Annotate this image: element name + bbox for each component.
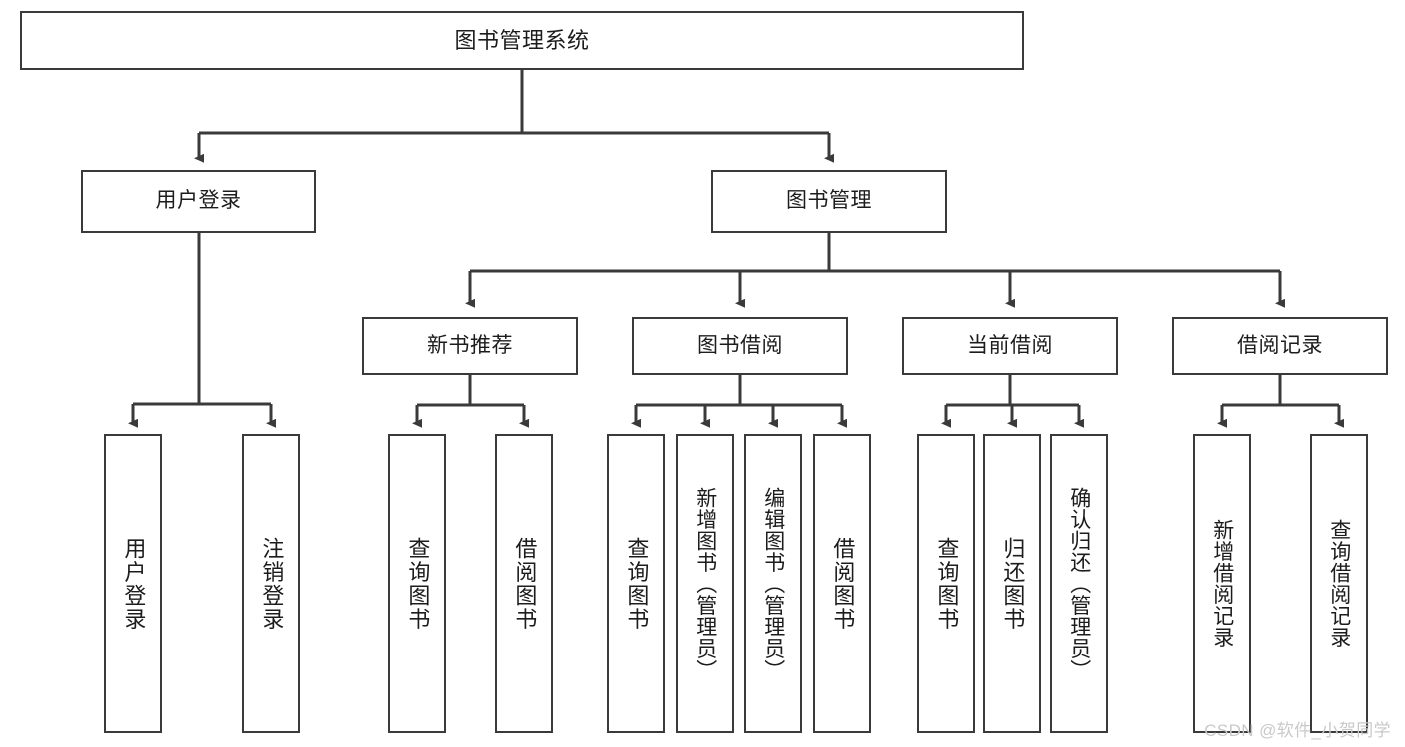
node-label: 新书推荐: [427, 333, 513, 357]
leaf-book-borrow-edit[interactable]: 编辑图书（管理员）: [744, 434, 802, 733]
leaf-new-book-query[interactable]: 查询图书: [388, 434, 446, 733]
leaf-current-borrow-query[interactable]: 查询图书: [917, 434, 975, 733]
node-label: 当前借阅: [967, 333, 1053, 357]
node-borrow-record[interactable]: 借阅记录: [1172, 317, 1388, 375]
node-root-system[interactable]: 图书管理系统: [20, 11, 1024, 70]
leaf-current-borrow-confirm-return[interactable]: 确认归还（管理员）: [1050, 434, 1108, 733]
node-label: 借阅记录: [1237, 333, 1323, 357]
leaf-user-login-logout[interactable]: 注销登录: [242, 434, 300, 733]
node-label: 查询借阅记录: [1327, 519, 1351, 648]
node-book-management[interactable]: 图书管理: [711, 170, 947, 233]
node-label: 归还图书: [1000, 536, 1026, 631]
leaf-borrow-record-query[interactable]: 查询借阅记录: [1310, 434, 1368, 733]
node-label: 图书管理系统: [454, 27, 590, 53]
leaf-borrow-record-add[interactable]: 新增借阅记录: [1193, 434, 1251, 733]
node-label: 用户登录: [121, 536, 147, 631]
node-label: 编辑图书（管理员）: [761, 486, 785, 681]
leaf-book-borrow-add[interactable]: 新增图书（管理员）: [676, 434, 734, 733]
node-label: 查询图书: [405, 536, 431, 631]
node-label: 查询图书: [624, 536, 650, 631]
leaf-user-login-login[interactable]: 用户登录: [104, 434, 162, 733]
node-book-borrow[interactable]: 图书借阅: [632, 317, 848, 375]
node-label: 确认归还（管理员）: [1067, 486, 1091, 681]
node-label: 用户登录: [155, 189, 242, 213]
node-label: 借阅图书: [512, 536, 538, 631]
node-new-book-recommend[interactable]: 新书推荐: [362, 317, 578, 375]
node-label: 借阅图书: [830, 536, 856, 631]
leaf-book-borrow-borrow[interactable]: 借阅图书: [813, 434, 871, 733]
node-label: 新增借阅记录: [1210, 519, 1234, 648]
node-current-borrow[interactable]: 当前借阅: [902, 317, 1118, 375]
node-user-login[interactable]: 用户登录: [81, 170, 316, 233]
node-label: 注销登录: [259, 536, 285, 631]
node-label: 图书借阅: [697, 333, 783, 357]
node-label: 图书管理: [786, 189, 872, 213]
node-label: 查询图书: [934, 536, 960, 631]
leaf-new-book-borrow[interactable]: 借阅图书: [495, 434, 553, 733]
leaf-book-borrow-query[interactable]: 查询图书: [607, 434, 665, 733]
leaf-current-borrow-return[interactable]: 归还图书: [983, 434, 1041, 733]
node-label: 新增图书（管理员）: [693, 486, 717, 681]
watermark-text: CSDN @软件_小贺同学: [1204, 721, 1391, 740]
